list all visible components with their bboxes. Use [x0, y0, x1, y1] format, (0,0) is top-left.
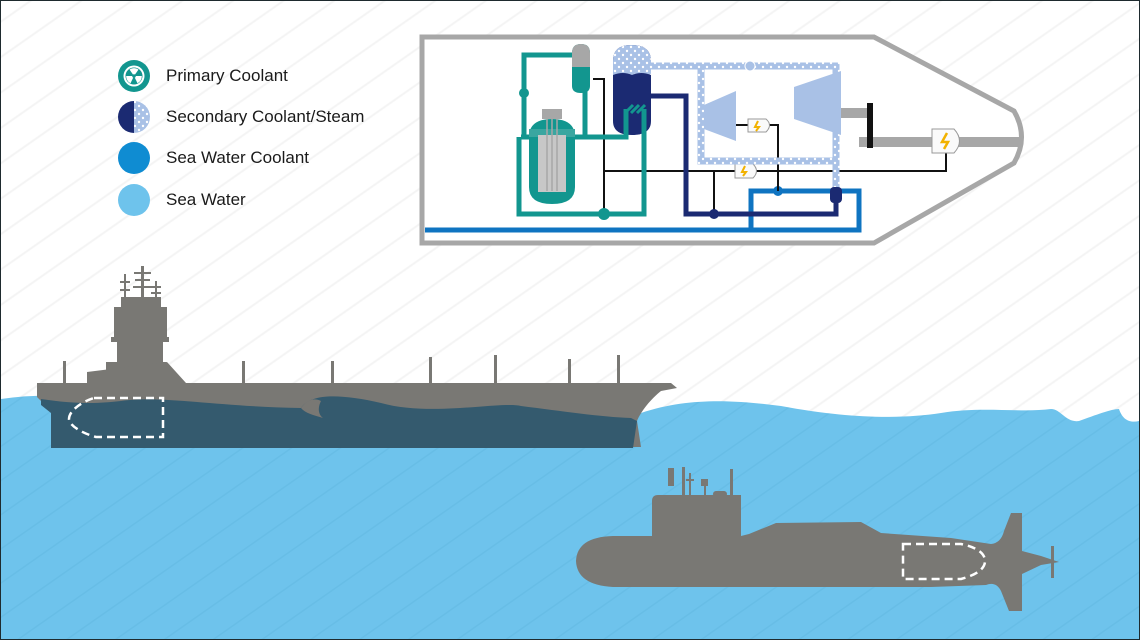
solid-circle-icon [118, 142, 150, 174]
legend-item-sea-water-coolant: Sea Water Coolant [117, 141, 417, 175]
aircraft-carrier [37, 266, 677, 448]
carrier-island [87, 266, 186, 383]
legend-label: Sea Water Coolant [166, 148, 309, 167]
legend-item-primary-coolant: Primary Coolant [117, 59, 417, 93]
submarine-sail [652, 495, 741, 536]
radiation-icon [118, 60, 150, 92]
submarine-reactor-outline [901, 542, 987, 581]
sea-water-coolant-loop [425, 188, 862, 233]
ship-service-generator [747, 118, 770, 133]
legend-label: Primary Coolant [166, 66, 288, 85]
condenser [830, 187, 842, 203]
legend-label: Secondary Coolant/Steam [166, 107, 365, 126]
low-pressure-turbine [704, 91, 736, 141]
legend-item-sea-water: Sea Water [117, 183, 417, 217]
submarine-hull [576, 513, 1059, 611]
solid-circle-icon [118, 184, 150, 216]
submarine [576, 467, 1059, 611]
pressurizer [572, 44, 590, 93]
legend-item-secondary-coolant-steam: Secondary Coolant/Steam [117, 100, 417, 134]
half-dotted-circle-icon [118, 101, 150, 133]
secondary-coolant-loop [651, 93, 839, 217]
high-pressure-turbine [794, 71, 841, 135]
carrier-hull-below-water [41, 396, 637, 448]
ship-service-generator-2 [734, 163, 757, 179]
reduction-gear [867, 103, 873, 148]
propulsion-generator [931, 128, 960, 154]
carrier-reactor-outline [67, 396, 165, 439]
reactor-vessel [529, 109, 575, 204]
propulsion-plant-diagram [419, 34, 1024, 246]
legend-label: Sea Water [166, 190, 246, 209]
steam-lines [646, 62, 840, 191]
